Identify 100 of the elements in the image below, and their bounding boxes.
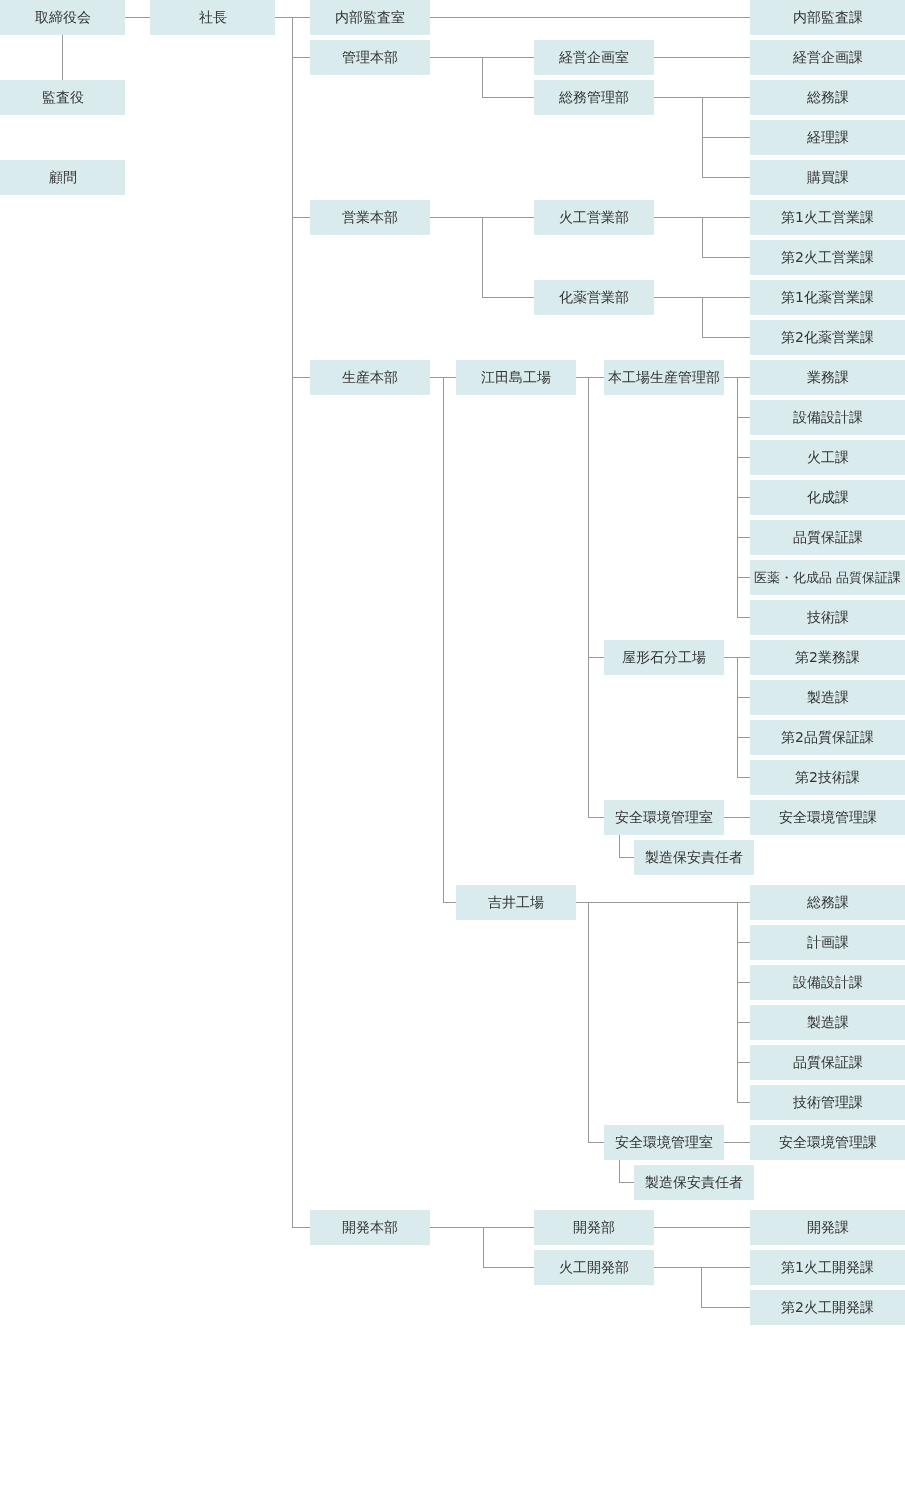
unit-name: 第2火工営業課 [781,249,874,266]
org-unit-box [534,280,654,315]
unit-name: 化成課 [806,489,849,506]
unit-name: 第2技術課 [795,769,860,786]
org-unit-box [750,1250,905,1285]
unit-name: 技術管理課 [792,1094,863,1111]
unit-name: 営業本部 [342,209,398,226]
unit-name: 内部監査課 [792,9,863,26]
unit-name: 社長 [198,9,227,26]
org-unit-box [750,320,905,355]
org-unit-box [750,1125,905,1160]
connector-line [653,1267,751,1308]
org-unit-box [750,925,905,960]
unit-name: 火工課 [806,449,849,466]
connector-line [618,1159,635,1183]
unit-name: 製造課 [806,689,849,706]
org-unit-box [750,1210,905,1245]
unit-name: 購買課 [806,169,849,186]
org-unit-box [750,280,905,315]
unit-name: 顧問 [48,169,77,186]
org-unit-box [534,80,654,115]
org-unit-box [0,160,125,195]
unit-name: 生産本部 [342,369,398,386]
unit-name: 設備設計課 [792,974,863,991]
connector-line [618,834,635,858]
org-unit-box [750,120,905,155]
connector-line [723,817,751,818]
org-unit-box [750,885,905,920]
org-unit-box [150,0,275,35]
unit-name: 化薬営業部 [559,289,629,306]
connector-line [429,1227,535,1268]
unit-name: 本工場生産管理部 [608,369,720,386]
org-unit-box [604,360,724,395]
org-unit-box [310,1210,430,1245]
unit-name: 開発部 [573,1219,615,1236]
unit-name: 医薬・化成品 品質保証課 [753,569,902,586]
org-unit-box [634,840,754,875]
unit-name: 監査役 [41,89,84,106]
unit-name: 技術課 [806,609,849,626]
org-unit-box [456,885,576,920]
connector-line [723,377,751,618]
org-unit-box [750,520,905,555]
unit-name: 経理課 [806,129,849,146]
unit-name: 経営企画室 [559,49,629,66]
connector-line [429,17,751,18]
org-unit-box [534,200,654,235]
org-unit-box [750,720,905,755]
org-unit-box [0,0,125,35]
unit-name: 安全環境管理課 [778,809,877,826]
unit-name: 品質保証課 [792,529,863,546]
unit-name: 第2化薬営業課 [781,329,874,346]
org-unit-box [534,40,654,75]
org-unit-box [456,360,576,395]
unit-name: 総務課 [806,894,849,911]
org-unit-box [604,640,724,675]
unit-name: 製造保安責任者 [645,1174,743,1191]
unit-name: 開発本部 [342,1219,398,1236]
org-unit-box [750,200,905,235]
unit-name: 安全環境管理課 [778,1134,877,1151]
org-unit-box [750,680,905,715]
unit-name: 安全環境管理室 [615,809,713,826]
org-unit-box [534,1210,654,1245]
unit-name: 計画課 [806,934,849,951]
org-unit-box [750,1005,905,1040]
org-unit-box [750,560,905,595]
unit-name: 火工開発部 [559,1259,629,1276]
unit-name: 製造課 [806,1014,849,1031]
unit-name: 火工営業部 [559,209,629,226]
connector-line [653,297,751,338]
unit-name: 設備設計課 [792,409,863,426]
connector-line [62,34,63,81]
org-unit-box [750,360,905,395]
unit-name: 管理本部 [342,49,398,66]
unit-name: 第1化薬営業課 [781,289,874,306]
unit-name: 第1火工開発課 [781,1259,874,1276]
unit-name: 取締役会 [34,9,91,26]
unit-name: 第2業務課 [795,649,860,666]
connector-line [429,57,535,98]
org-unit-box [750,1045,905,1080]
connector-line [429,217,535,298]
connector-line [653,217,751,258]
org-unit-box [750,760,905,795]
unit-name: 第2品質保証課 [781,729,874,746]
org-unit-box [750,0,905,35]
org-unit-box [310,200,430,235]
connector-line [575,902,605,1143]
unit-name: 業務課 [806,369,849,386]
connector-line [723,657,751,778]
connector-line [124,17,151,18]
org-unit-box [634,1165,754,1200]
unit-name: 品質保証課 [792,1054,863,1071]
org-unit-box [750,1290,905,1325]
unit-name: 総務課 [806,89,849,106]
org-unit-box [750,160,905,195]
unit-name: 屋形石分工場 [622,649,706,666]
connector-line [653,97,751,178]
org-unit-box [750,1085,905,1120]
org-unit-box [750,965,905,1000]
unit-name: 吉井工場 [488,894,544,911]
org-unit-box [750,640,905,675]
